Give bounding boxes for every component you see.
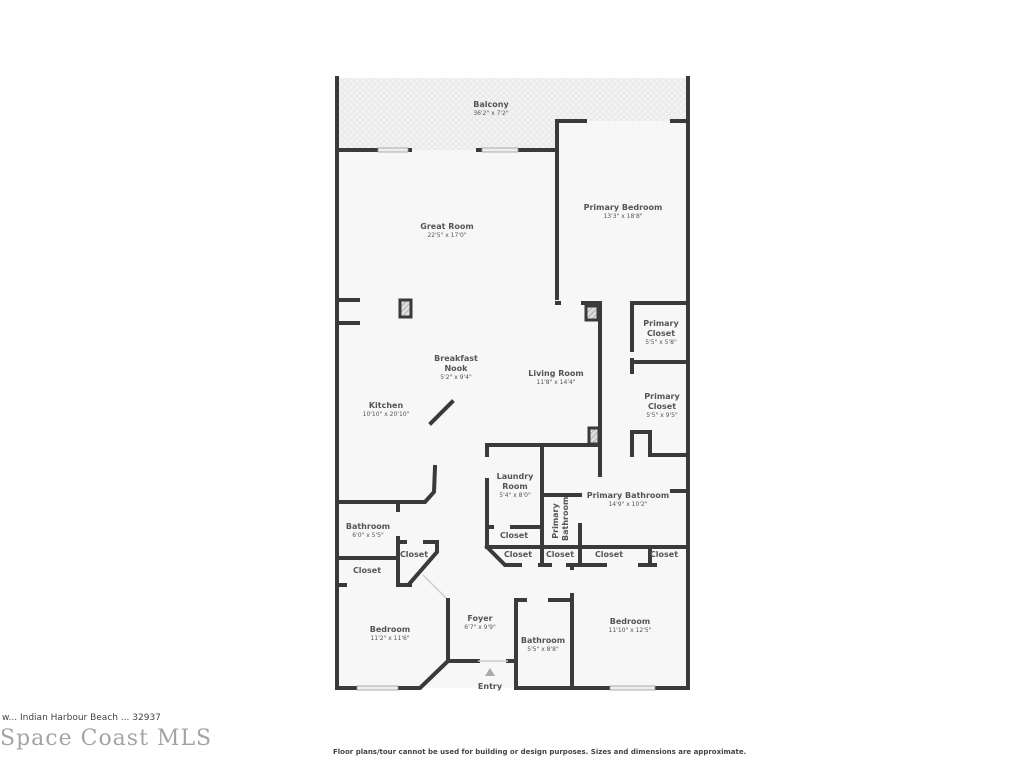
windows [356, 147, 656, 691]
watermark-logo: Space Coast MLS [0, 726, 213, 751]
room-label: Closet [545, 550, 575, 559]
entry-arrow-icon [485, 668, 495, 676]
doors [422, 574, 508, 662]
address-text: w... Indian Harbour Beach ... 32937 [2, 713, 161, 723]
room-label: Closet [499, 531, 529, 540]
walls [335, 76, 690, 690]
room-label: Closet [594, 550, 624, 559]
room-label: Closet [649, 550, 679, 559]
room-label: Primary Bathroom [551, 496, 570, 541]
entry-label: Entry [477, 682, 503, 691]
room-label: Closet [503, 550, 533, 559]
room-label: Closet [399, 550, 429, 559]
disclaimer-text: Floor plans/tour cannot be used for buil… [333, 748, 747, 756]
columns [398, 298, 601, 446]
room-label: Closet [352, 566, 382, 575]
